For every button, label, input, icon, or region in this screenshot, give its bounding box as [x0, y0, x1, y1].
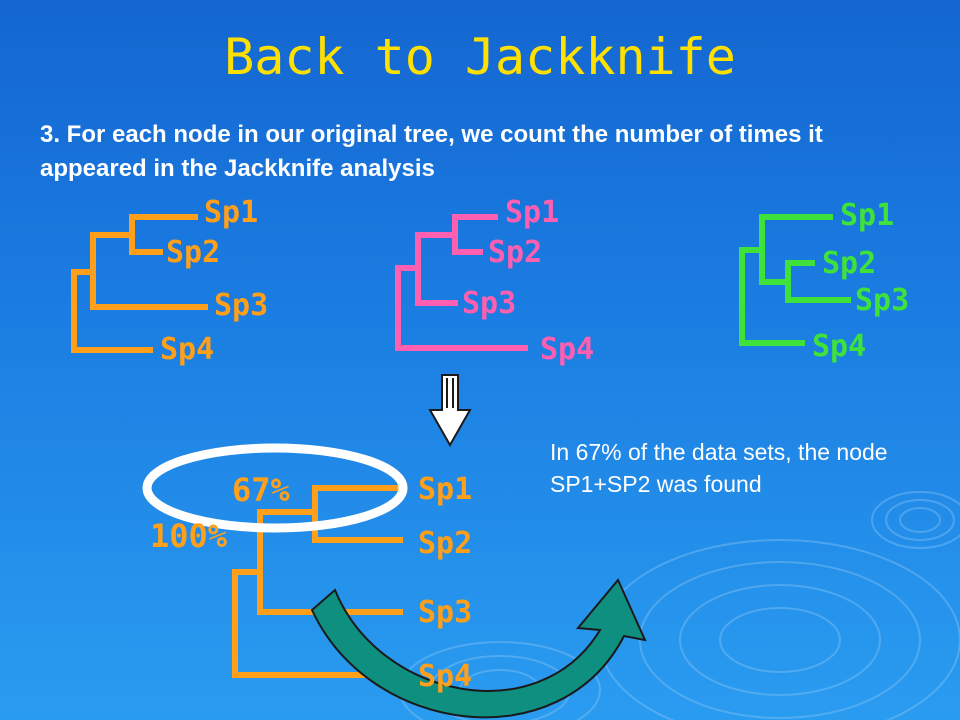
support-value-67: 67%: [232, 471, 290, 509]
step-description: 3. For each node in our original tree, w…: [40, 121, 823, 182]
slide-title: Back to Jackknife: [224, 28, 736, 86]
ellipse-highlight: [142, 443, 408, 533]
support-value-100: 100%: [150, 517, 228, 555]
tree2-label-sp1: Sp1: [505, 195, 560, 230]
jackknife-tree-1: [71, 214, 208, 353]
down-arrow-icon: [428, 374, 472, 448]
tree3-label-sp4: Sp4: [812, 329, 867, 364]
jackknife-tree-3: [739, 214, 851, 346]
consensus-label-sp4: Sp4: [418, 659, 473, 694]
jackknife-tree-2: [395, 214, 528, 351]
tree1-label-sp1: Sp1: [204, 195, 259, 230]
curved-arrow-icon: [310, 578, 647, 719]
consensus-label-sp2: Sp2: [418, 526, 473, 561]
tree1-label-sp2: Sp2: [166, 235, 221, 270]
explanation-note: In 67% of the data sets, the node SP1+SP…: [550, 439, 888, 497]
tree1-label-sp3: Sp3: [214, 288, 269, 323]
tree1-label-sp4: Sp4: [160, 332, 215, 367]
consensus-label-sp1: Sp1: [418, 472, 473, 507]
tree2-label-sp2: Sp2: [488, 235, 543, 270]
tree3-label-sp3: Sp3: [855, 283, 910, 318]
tree3-label-sp2: Sp2: [822, 246, 877, 281]
tree3-label-sp1: Sp1: [840, 198, 895, 233]
consensus-label-sp3: Sp3: [418, 595, 473, 630]
tree2-label-sp4: Sp4: [540, 332, 595, 367]
tree2-label-sp3: Sp3: [462, 286, 517, 321]
